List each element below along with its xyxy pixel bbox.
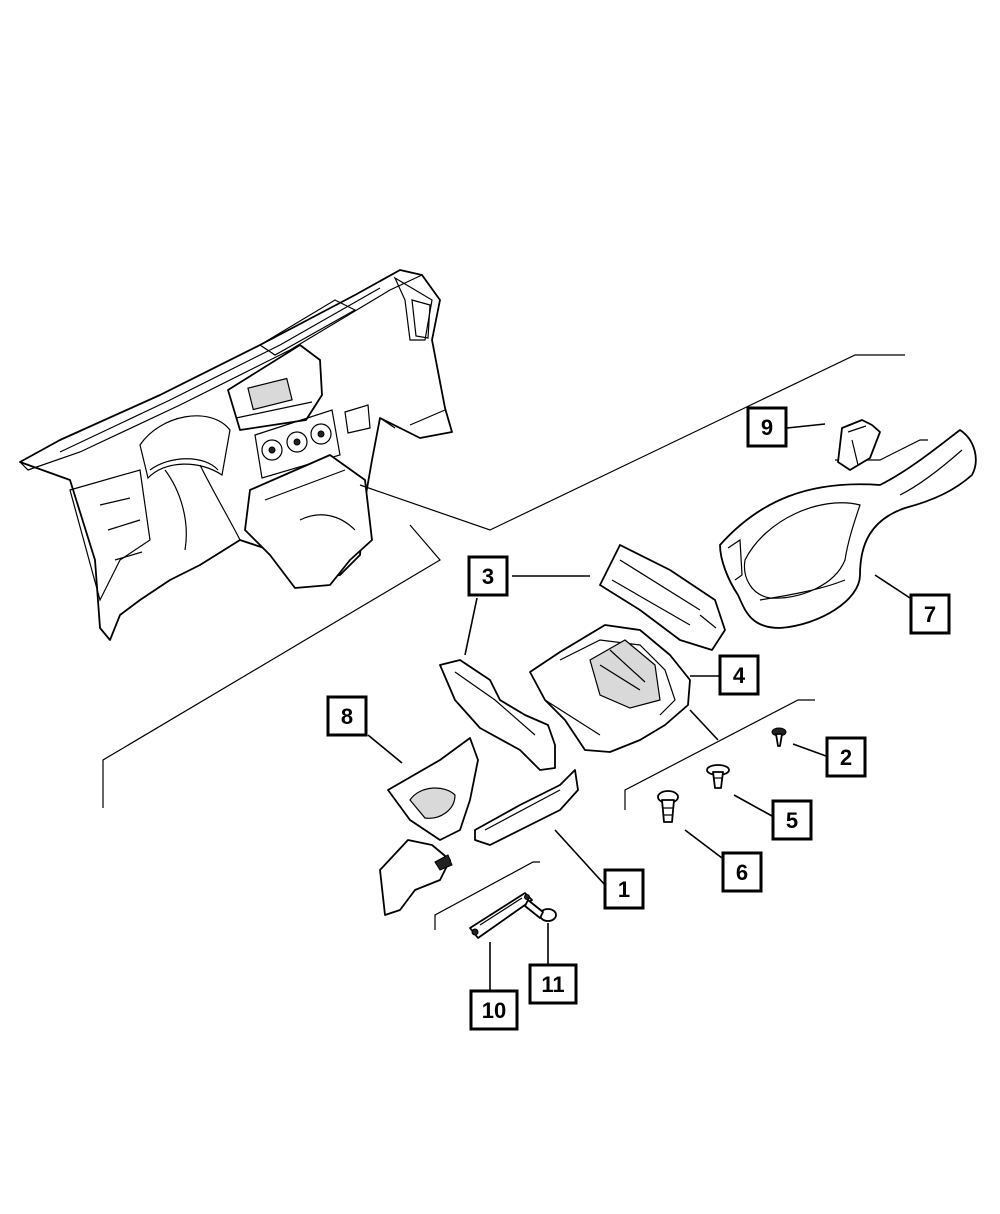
part-8-lower-panel [379,737,479,916]
callout-8-label: 8 [341,704,353,729]
leader-2 [792,743,827,757]
callout-9: 9 [746,406,788,448]
callout-1-label: 1 [618,877,630,902]
part-5-push-pin [706,764,730,789]
callout-3: 3 [467,555,509,597]
leader-8 [367,734,403,764]
part-3-upper-trim [599,544,726,651]
callout-5-label: 5 [786,808,798,833]
callout-6-label: 6 [736,860,748,885]
leader-3-side [464,597,478,656]
callout-5: 5 [771,799,813,841]
leader-5 [733,794,773,817]
callout-11: 11 [528,963,578,1005]
callout-1: 1 [603,868,645,910]
callout-6: 6 [721,851,763,893]
leader-4-b [689,709,719,741]
leader-1 [554,829,606,886]
callout-7-label: 7 [924,602,936,627]
callout-10-label: 10 [482,998,506,1023]
part-1-lower-trim [434,769,579,871]
part-10-bracket [469,892,533,939]
part-3-side-panel [439,659,556,771]
callout-4-label: 4 [733,663,746,688]
callout-8: 8 [326,695,368,737]
callout-3-label: 3 [482,564,494,589]
part-11-screw [524,899,557,922]
leader-lines [367,423,911,990]
leader-6 [684,829,723,859]
part-2-screw [771,727,787,747]
callout-2: 2 [825,736,867,778]
callout-10: 10 [469,989,519,1031]
leader-9 [786,423,826,429]
part-6-retainer [657,790,679,823]
part-4-console-housing [529,624,691,753]
leader-7 [874,574,911,599]
callout-2-label: 2 [840,745,852,770]
callout-11-label: 11 [541,972,564,997]
instrument-panel-overview [19,269,453,641]
part-9-trim-cap [837,419,881,471]
callout-7: 7 [909,593,951,635]
callout-4: 4 [718,654,760,696]
callout-9-label: 9 [761,415,773,440]
part-7-bezel [719,429,977,629]
